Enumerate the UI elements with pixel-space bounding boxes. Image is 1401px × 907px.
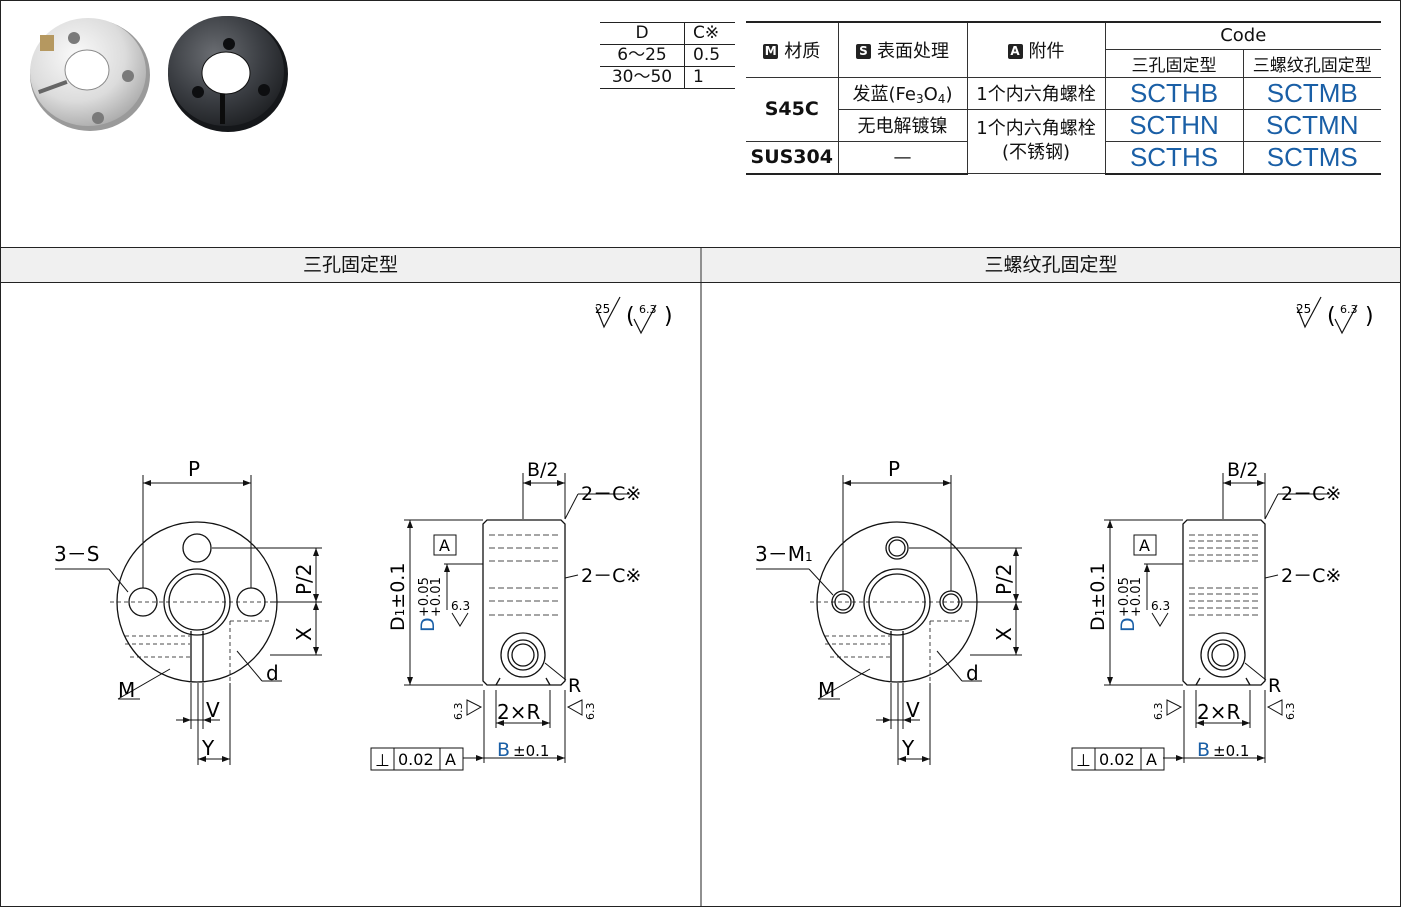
perp-symbol: ⊥ xyxy=(1076,751,1091,771)
dim-d-blue: D xyxy=(1117,617,1139,632)
roughness-63-right: 6.3 xyxy=(1284,703,1297,721)
dim-d-tol-bot: +0.01 xyxy=(429,577,444,617)
dim-p-half: P/2 xyxy=(292,563,316,595)
surface-none: — xyxy=(837,140,968,175)
code-sctmb[interactable]: SCTMB xyxy=(1242,76,1381,110)
paren-open: ( xyxy=(626,304,635,329)
dc-header-c: C※ xyxy=(684,22,735,45)
label-2c-top: 2－C※ xyxy=(581,483,641,505)
dim-b-blue: B xyxy=(1197,739,1210,761)
perpendicularity-frame xyxy=(370,747,464,771)
surface-badge: S xyxy=(856,43,871,59)
label-2c-side: 2－C※ xyxy=(581,565,641,587)
label-3m1: 3－M1 xyxy=(755,542,813,566)
surface-black-oxide: 发蓝(Fe3O4) xyxy=(837,76,968,110)
side-view xyxy=(1182,519,1266,686)
dc-row-value: 1 xyxy=(684,66,735,89)
section-title-three-hole: 三孔固定型 xyxy=(1,248,700,282)
code-sctms[interactable]: SCTMS xyxy=(1242,140,1381,175)
dim-p: P xyxy=(188,457,200,481)
perp-value: 0.02 xyxy=(1099,750,1135,769)
dc-row-range: 6～25 xyxy=(600,44,685,67)
dc-row-range: 30～50 xyxy=(600,66,685,89)
dim-d-tol-bot: +0.01 xyxy=(1129,577,1144,617)
product-photos xyxy=(30,16,288,132)
roughness-63-right: 6.3 xyxy=(584,703,597,721)
drawing-three-hole: 25 ( 6.3 ) xyxy=(54,296,673,771)
perpendicularity-frame xyxy=(1071,747,1165,771)
dim-v: V xyxy=(206,698,220,722)
label-d: d xyxy=(266,661,279,685)
perp-datum: A xyxy=(445,750,456,769)
paren-open: ( xyxy=(1327,304,1336,329)
dim-v: V xyxy=(906,698,920,722)
perp-datum: A xyxy=(1146,750,1157,769)
material-badge: M xyxy=(763,43,779,59)
label-d: d xyxy=(966,661,979,685)
accessory-badge: A xyxy=(1007,43,1023,59)
roughness-25: 25 xyxy=(1296,302,1311,316)
dim-b-half: B/2 xyxy=(527,459,559,481)
paren-close: ) xyxy=(664,304,673,329)
dim-d1: D1±0.1 xyxy=(1087,563,1109,631)
side-view xyxy=(482,519,566,686)
dim-d1: D1±0.1 xyxy=(387,563,409,631)
dim-b-blue: B xyxy=(497,739,510,761)
accessory-bolt: 1个内六角螺栓 xyxy=(966,76,1106,110)
label-r: R xyxy=(568,675,581,697)
black-collar-photo xyxy=(168,16,288,132)
dim-2r: 2×R xyxy=(497,700,540,724)
roughness-63: 6.3 xyxy=(1340,303,1358,316)
dim-b-tol: ±0.1 xyxy=(513,742,549,760)
code-scthb[interactable]: SCTHB xyxy=(1104,76,1244,110)
section-title-three-tapped-hole: 三螺纹孔固定型 xyxy=(702,248,1400,282)
dim-p: P xyxy=(888,457,900,481)
code-scths[interactable]: SCTHS xyxy=(1104,140,1244,175)
label-2c-side: 2－C※ xyxy=(1281,565,1341,587)
code-sctmn[interactable]: SCTMN xyxy=(1242,108,1381,142)
datum-a: A xyxy=(439,536,450,555)
surface-electroless-nickel: 无电解镀镍 xyxy=(837,108,968,142)
type1-header: 三孔固定型 xyxy=(1104,48,1244,78)
paren-close: ) xyxy=(1365,304,1374,329)
dim-y: Y xyxy=(901,736,915,760)
dim-d-tol-top: +0.05 xyxy=(417,577,432,617)
dim-2r: 2×R xyxy=(1197,700,1240,724)
drawing-three-tapped-hole: 25 ( 6.3 ) xyxy=(755,296,1374,771)
perp-value: 0.02 xyxy=(398,750,434,769)
dim-b-half: B/2 xyxy=(1227,459,1259,481)
roughness-63-d: 6.3 xyxy=(451,599,470,613)
roughness-63-d: 6.3 xyxy=(1151,599,1170,613)
roughness-63-left: 6.3 xyxy=(1152,703,1165,721)
roughness-25: 25 xyxy=(595,302,610,316)
roughness-symbol xyxy=(595,296,657,335)
dim-x: X xyxy=(992,627,1016,641)
label-3s: 3－S xyxy=(54,542,99,566)
material-sus304: SUS304 xyxy=(746,140,839,175)
dc-row-value: 0.5 xyxy=(684,44,735,67)
dim-p-half: P/2 xyxy=(992,563,1016,595)
dim-x: X xyxy=(292,627,316,641)
label-m: M xyxy=(818,678,835,702)
silver-collar-photo xyxy=(30,18,150,131)
accessory-bolt-stainless: 1个内六角螺栓(不锈钢) xyxy=(966,108,1106,174)
roughness-63: 6.3 xyxy=(639,303,657,316)
label-r: R xyxy=(1268,675,1281,697)
label-m: M xyxy=(118,678,135,702)
material-s45c: S45C xyxy=(746,76,839,142)
label-2c-top: 2－C※ xyxy=(1281,483,1341,505)
dim-b-tol: ±0.1 xyxy=(1213,742,1249,760)
dc-header-d: D xyxy=(600,22,685,45)
d-c-table: D C※ 6～25 0.5 30～50 1 xyxy=(600,22,735,89)
roughness-63-left: 6.3 xyxy=(452,703,465,721)
dim-d-tol-top: +0.05 xyxy=(1117,577,1132,617)
datum-a: A xyxy=(1139,536,1150,555)
dim-y: Y xyxy=(201,736,215,760)
perp-symbol: ⊥ xyxy=(375,751,390,771)
dim-d-blue: D xyxy=(417,617,439,632)
